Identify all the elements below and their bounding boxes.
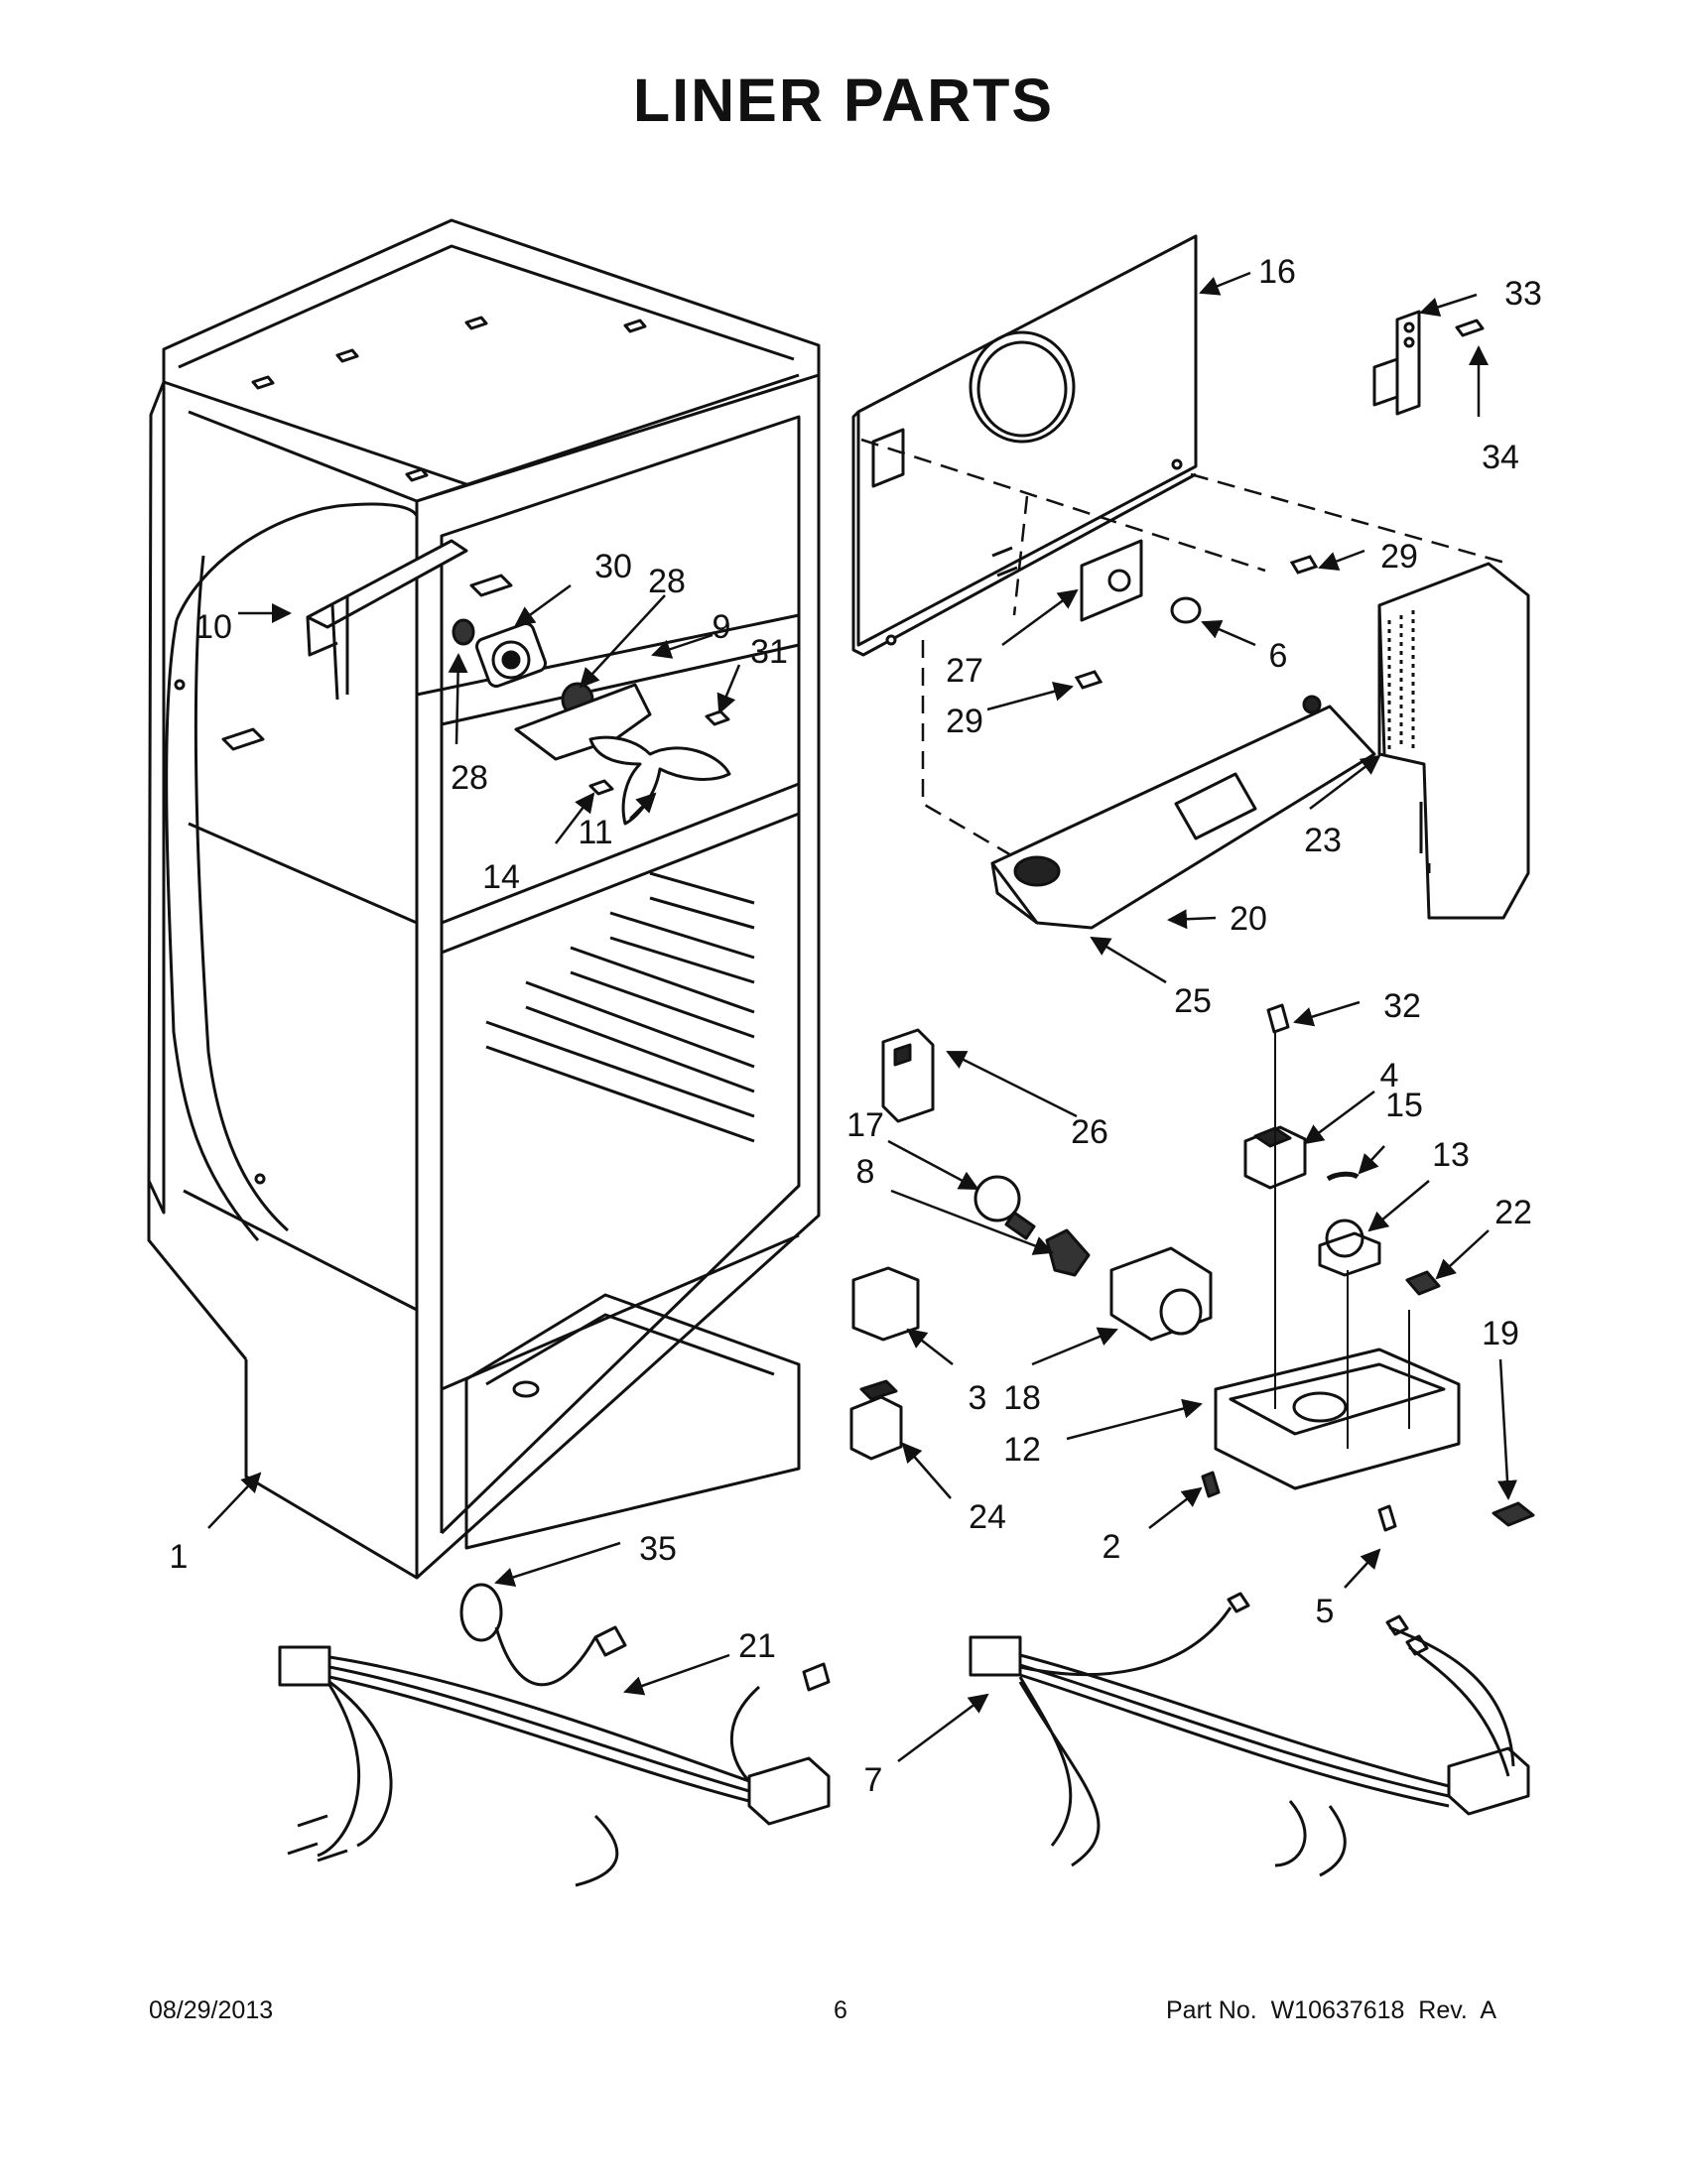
callout-28a: 28 (648, 563, 686, 600)
callout-13: 13 (1432, 1136, 1470, 1174)
callout-15: 15 (1385, 1087, 1423, 1124)
callout-16: 16 (1258, 253, 1296, 291)
callout-35: 35 (639, 1530, 677, 1568)
callout-19: 19 (1482, 1315, 1519, 1352)
callout-5: 5 (1316, 1593, 1335, 1630)
evaporator-cover (851, 234, 1198, 657)
callout-9: 9 (713, 608, 731, 646)
callout-2: 2 (1103, 1528, 1121, 1566)
callout-31: 31 (750, 633, 788, 671)
callout-3: 3 (969, 1379, 987, 1417)
callout-11: 11 (578, 814, 612, 851)
wire-harness-21 (278, 1583, 831, 1887)
fan-motor-assembly (306, 539, 731, 826)
callout-10: 10 (195, 608, 232, 646)
callout-14: 14 (482, 858, 520, 896)
callout-labels: 1 2 3 4 5 6 7 8 9 10 11 12 13 14 15 16 1… (170, 253, 1542, 1799)
air-tower (1377, 562, 1530, 920)
callout-6: 6 (1269, 637, 1288, 675)
footer-part-number: Part No. W10637618 Rev. A (1166, 1996, 1497, 2024)
callout-30: 30 (594, 548, 632, 585)
callout-18: 18 (1003, 1379, 1041, 1417)
dashed-guide (860, 438, 1509, 875)
callout-25: 25 (1174, 982, 1212, 1020)
callout-34: 34 (1482, 439, 1519, 476)
callout-1: 1 (170, 1538, 189, 1576)
footer-page-number: 6 (834, 1996, 847, 2024)
callout-32: 32 (1383, 987, 1421, 1025)
callout-23: 23 (1304, 822, 1342, 859)
callout-29b: 29 (946, 703, 983, 740)
page-title: LINER PARTS (632, 66, 1055, 134)
callout-17: 17 (846, 1106, 884, 1144)
callout-24: 24 (969, 1498, 1006, 1536)
callout-8: 8 (856, 1153, 875, 1191)
callout-12: 12 (1003, 1431, 1041, 1469)
wire-harness-7 (969, 1592, 1530, 1877)
callout-21: 21 (738, 1627, 776, 1665)
liner-cabinet (147, 218, 821, 1580)
callout-29a: 29 (1380, 538, 1418, 576)
light-housing (990, 695, 1376, 930)
bracket-33 (1372, 310, 1485, 416)
callout-20: 20 (1230, 900, 1267, 938)
control-components (849, 1003, 1535, 1532)
callout-27: 27 (946, 652, 983, 690)
callout-4: 4 (1380, 1057, 1399, 1094)
callout-22: 22 (1494, 1194, 1532, 1231)
footer-date: 08/29/2013 (149, 1996, 274, 2024)
callout-leaders (207, 271, 1517, 1763)
callout-7: 7 (864, 1761, 883, 1799)
callout-26: 26 (1071, 1113, 1108, 1151)
callout-28b: 28 (451, 759, 488, 797)
callout-33: 33 (1504, 275, 1542, 313)
